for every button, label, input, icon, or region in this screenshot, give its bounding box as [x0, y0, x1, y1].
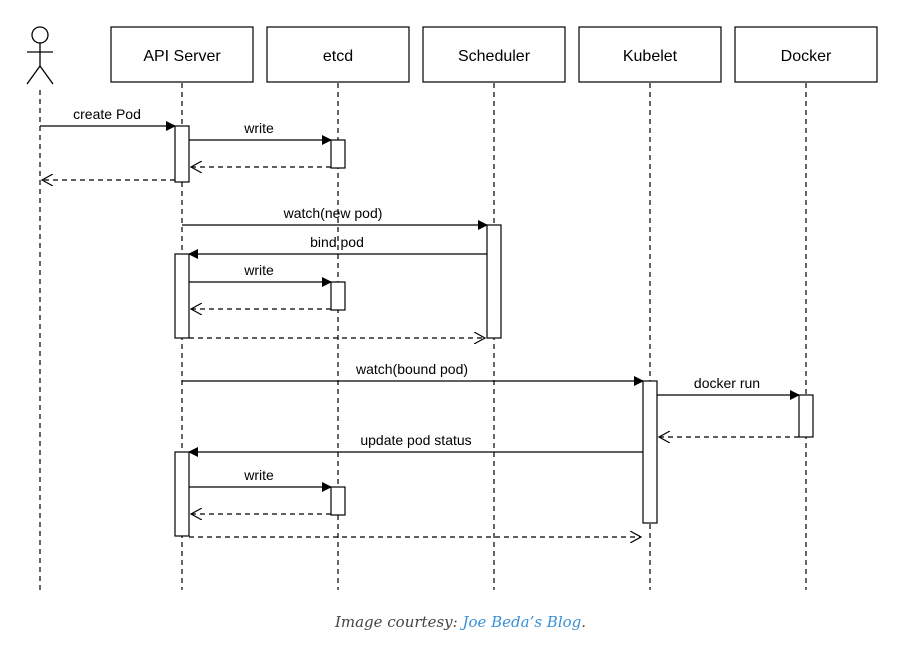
activation-etcd-1 — [330, 139, 346, 169]
activation-kubelet — [642, 380, 658, 524]
activation-etcd-2 — [330, 281, 346, 311]
label-update-pod-status: update pod status — [360, 432, 471, 448]
label-create-pod: create Pod — [73, 106, 141, 122]
label-docker-run: docker run — [694, 375, 760, 391]
activation-api-server-3 — [174, 451, 190, 537]
messages — [40, 121, 800, 537]
label-watch-bound-pod: watch(bound pod) — [355, 361, 468, 377]
activation-etcd-3 — [330, 486, 346, 516]
participant-label: API Server — [143, 48, 221, 65]
image-caption: Image courtesy: Joe Beda’s Blog. — [0, 613, 921, 631]
caption-link[interactable]: Joe Beda’s Blog — [462, 613, 582, 631]
participant-label: Scheduler — [458, 48, 531, 65]
label-write-1: write — [243, 120, 274, 136]
label-write-3: write — [243, 467, 274, 483]
label-bind-pod: bind pod — [310, 234, 364, 250]
message-labels: create Pod write watch(new pod) bind pod… — [73, 106, 760, 483]
activation-api-server-1 — [174, 125, 190, 183]
activation-scheduler — [486, 224, 502, 339]
caption-suffix: . — [581, 613, 587, 631]
caption-prefix: Image courtesy: — [334, 613, 463, 631]
sequence-diagram: API Server etcd Scheduler Kubelet Docker — [26, 26, 878, 590]
actor-icon — [26, 26, 54, 85]
participant-label: Kubelet — [623, 48, 678, 65]
participant-api-server: API Server — [110, 26, 254, 83]
label-watch-new-pod: watch(new pod) — [283, 205, 383, 221]
activation-api-server-2 — [174, 253, 190, 339]
participant-kubelet: Kubelet — [578, 26, 722, 83]
participant-docker: Docker — [734, 26, 878, 83]
label-write-2: write — [243, 262, 274, 278]
lifelines — [39, 83, 807, 590]
activation-docker — [798, 394, 814, 438]
participant-scheduler: Scheduler — [422, 26, 566, 83]
activations — [174, 125, 814, 537]
participant-etcd: etcd — [266, 26, 410, 83]
participant-label: etcd — [323, 48, 353, 65]
participant-label: Docker — [781, 48, 832, 65]
